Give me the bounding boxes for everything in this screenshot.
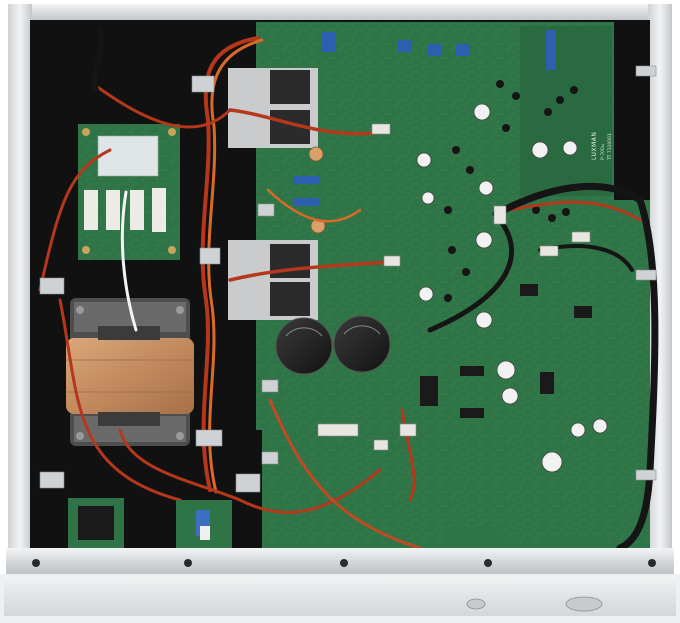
chassis-left-rail xyxy=(8,4,32,549)
board-connectors xyxy=(317,123,591,451)
main-pcb: LUXMAN P-700u TT 7310001 xyxy=(256,22,650,548)
ic-chips xyxy=(420,284,592,418)
output-transistor-heatsinks xyxy=(228,68,318,320)
wiring-red xyxy=(38,36,642,550)
film-capacitors xyxy=(294,30,556,206)
front-panel-knobs xyxy=(466,596,603,612)
chassis-top-rail xyxy=(8,4,672,22)
power-transformer xyxy=(66,298,194,446)
power-distribution-pcb xyxy=(78,124,180,260)
pcb-model-marking: P-700u xyxy=(600,144,606,160)
cable-tie-mounts xyxy=(39,65,657,493)
transistors xyxy=(444,80,578,302)
small-electrolytic-capacitors xyxy=(416,103,608,473)
trimmer-potentiometers xyxy=(308,146,326,234)
pcb-code-marking: TT 7310001 xyxy=(607,133,613,161)
front-panel xyxy=(0,548,680,623)
pcb-brand-marking: LUXMAN xyxy=(591,132,598,160)
front-subboards xyxy=(68,498,608,550)
filter-capacitors xyxy=(275,315,391,375)
